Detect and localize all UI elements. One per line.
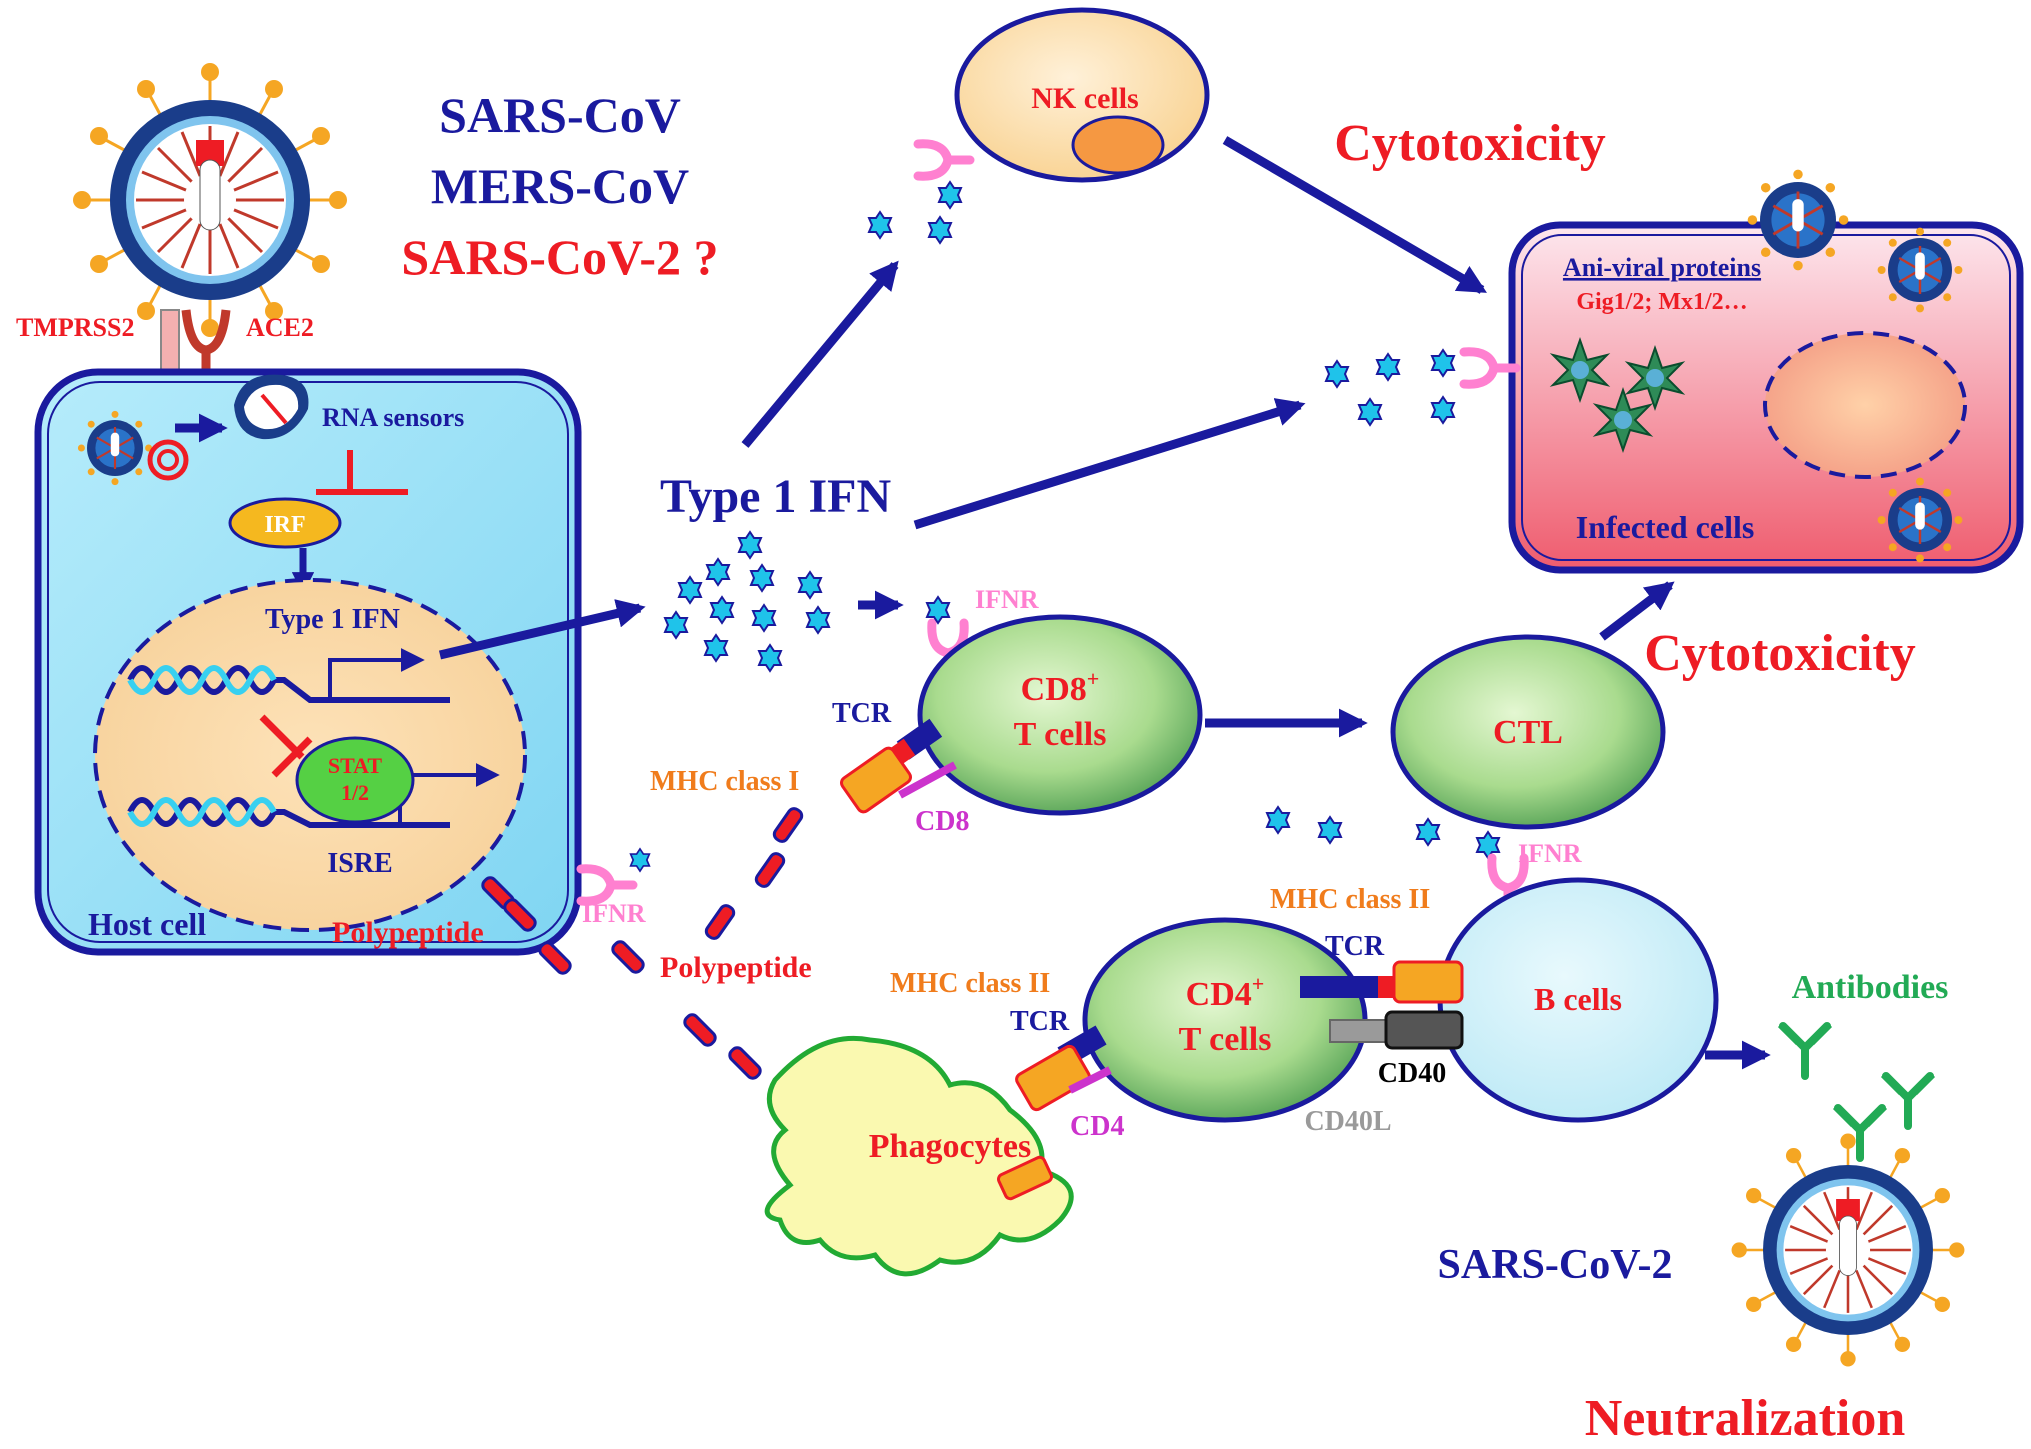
title-sars-cov-2: SARS-CoV-2 ? [401, 229, 718, 285]
tcr-mhc-ii-complex-right [1300, 960, 1464, 1004]
label-ifnr-cd8: IFNR [975, 585, 1039, 614]
irf-protein [228, 497, 342, 549]
label-mhc-class-ii-cd4: MHC class II [890, 968, 1050, 999]
label-ifnr-host: IFNR [582, 899, 646, 928]
dna-helix-icon [127, 648, 450, 703]
nk-cell: NK cells [954, 7, 1210, 183]
label-tmprss2: TMPRSS2 [16, 313, 134, 342]
ifn-star-icon [1376, 353, 1400, 381]
cd40-cd40l-complex [1329, 1010, 1464, 1050]
b-cell: B cells [1437, 877, 1719, 1123]
virus-budding-icon [1876, 226, 1964, 314]
polypeptide-icon [535, 938, 575, 978]
ifn-star-icon [1318, 816, 1342, 844]
label-cd8-cells: CD8+ [1021, 666, 1100, 708]
label-type1-ifn-gene: Type 1 IFN [265, 604, 400, 635]
label-type1-ifn: Type 1 IFN [660, 470, 891, 523]
tcr-mhc-ii-complex-left [1015, 1025, 1112, 1112]
phagocyte-cell: Phagocytes [764, 1035, 1074, 1277]
label-cd8: CD8 [915, 806, 969, 837]
label-ace2: ACE2 [246, 313, 314, 342]
label-tcr-cd8: TCR [832, 698, 892, 729]
coronavirus-top-icon [73, 63, 347, 337]
label-irf: IRF [264, 512, 305, 538]
label-cd40l: CD40L [1304, 1106, 1391, 1137]
host-cell: RNA sensors IRF Type 1 IFN STAT 1/2 ISRE… [34, 368, 582, 956]
polypeptide-icon [702, 901, 738, 943]
label-isre: ISRE [327, 848, 392, 879]
label-infected-cells: Infected cells [1576, 509, 1755, 545]
label-cd8-tcells: T cells [1014, 716, 1107, 753]
ifn-star-icon [1431, 349, 1455, 377]
label-stat: STAT [328, 753, 383, 778]
label-tcr-right: TCR [1325, 931, 1385, 962]
label-antiviral-title: Ani-viral proteins [1563, 253, 1761, 282]
label-host-cell: Host cell [88, 906, 206, 942]
stat-protein [295, 736, 415, 824]
cd8-t-cell: CD8+ T cells [917, 614, 1203, 816]
virus-budding-icon [1876, 476, 1964, 564]
polypeptide-icon [752, 849, 788, 891]
antibody-icon [1834, 1108, 1886, 1158]
label-cd4-cells: CD4+ [1186, 971, 1265, 1013]
ctl-cell: CTL [1390, 634, 1666, 830]
ifn-star-icon [1325, 360, 1349, 388]
endosome-icon [234, 374, 309, 440]
rna-ring-icon [147, 439, 189, 481]
label-cd4-tcells: T cells [1179, 1021, 1272, 1058]
ifn-star-icon [868, 211, 892, 239]
title-sars-cov: SARS-CoV [439, 87, 681, 143]
polypeptide-icon [770, 804, 806, 846]
label-stat-1-2: 1/2 [341, 780, 369, 805]
label-cytotoxicity-right: Cytotoxicity [1644, 625, 1915, 682]
ifnr-receptor-host-icon [581, 869, 633, 901]
label-polypeptide-host: Polypeptide [332, 916, 484, 949]
ifn-star-icon [1266, 806, 1290, 834]
antibody-icon [1882, 1076, 1934, 1126]
label-mhc-class-i: MHC class I [650, 766, 799, 797]
polypeptide-icon [608, 937, 648, 977]
ifn-star-icon [1358, 398, 1382, 426]
ifn-star-icon [1416, 818, 1440, 846]
ifnr-receptor-nk-icon [918, 144, 970, 176]
label-antibodies: Antibodies [1792, 969, 1949, 1006]
label-ifnr-b: IFNR [1518, 839, 1582, 868]
label-rna-sensors: RNA sensors [322, 403, 464, 432]
ifn-star-icon [928, 216, 952, 244]
label-polypeptide-mid: Polypeptide [660, 951, 812, 984]
ifn-star-icon [938, 181, 962, 209]
cd4-t-cell: CD4+ T cells [1082, 917, 1368, 1123]
ifn-star-icon [1476, 831, 1500, 859]
label-cd40: CD40 [1378, 1058, 1446, 1089]
infected-cell: Ani-viral proteins Gig1/2; Mx1/2… Infect… [1508, 221, 2024, 574]
inhibition-symbol [316, 450, 408, 495]
coronavirus-bottom-icon [1731, 1133, 1965, 1367]
ifnr-receptor-infected-icon [1464, 352, 1516, 384]
label-mhc-class-ii-b: MHC class II [1270, 884, 1430, 915]
label-tcr-left: TCR [1010, 1006, 1070, 1037]
label-phagocytes: Phagocytes [869, 1128, 1031, 1165]
ifn-star-icon [629, 848, 651, 872]
label-b-cells: B cells [1534, 981, 1622, 1017]
polypeptide-icon [725, 1043, 765, 1083]
ifn-star-icon [1431, 396, 1455, 424]
label-ctl: CTL [1493, 714, 1563, 751]
label-nk-cells: NK cells [1031, 82, 1138, 115]
tmprss2-protein [160, 309, 180, 371]
label-sars-cov-2-bottom: SARS-CoV-2 [1438, 1242, 1673, 1288]
polypeptide-icon [680, 1010, 720, 1050]
label-cytotoxicity-top: Cytotoxicity [1334, 115, 1605, 172]
label-cd4: CD4 [1070, 1111, 1124, 1142]
internalized-virus-icon [76, 409, 154, 487]
label-antiviral-list: Gig1/2; Mx1/2… [1576, 289, 1747, 315]
label-neutralization: Neutralization [1585, 1390, 1906, 1447]
ace2-receptor-icon [181, 309, 231, 372]
virus-budding-icon [1746, 168, 1850, 272]
ifn-star-cluster [664, 531, 830, 672]
tcr-mhc-i-complex [839, 718, 957, 814]
title-mers-cov: MERS-CoV [431, 158, 689, 214]
inhibition-symbol-nucleus [259, 714, 313, 778]
antibody-icon [1779, 1026, 1831, 1076]
